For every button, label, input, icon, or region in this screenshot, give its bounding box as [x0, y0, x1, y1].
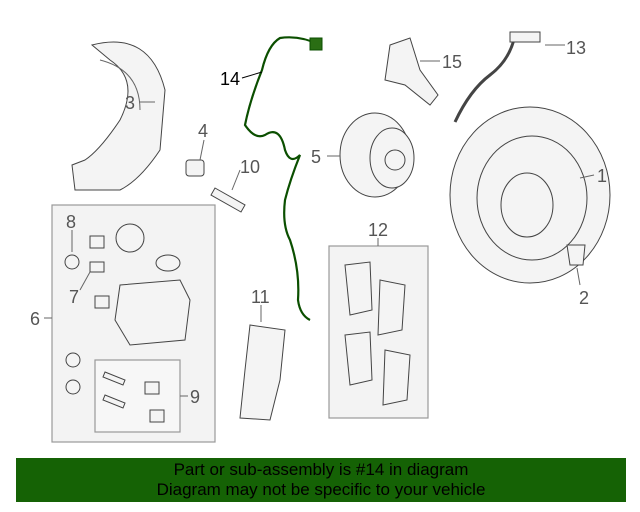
- caliper-bracket-part[interactable]: [239, 324, 286, 421]
- rotor-screw-part[interactable]: [566, 244, 586, 266]
- callout-12[interactable]: 12: [368, 220, 388, 240]
- callout-11[interactable]: 11: [251, 287, 270, 307]
- caliper-part[interactable]: [114, 223, 191, 346]
- callout-15[interactable]: 15: [442, 52, 462, 72]
- guide-pin-kit-box: [94, 359, 181, 433]
- brake-pads-part[interactable]: [344, 261, 411, 406]
- callout-2[interactable]: 2: [579, 288, 589, 308]
- guide-pin-part[interactable]: [210, 187, 246, 213]
- part-info-banner: Part or sub-assembly is #14 in diagram D…: [16, 458, 626, 502]
- callout-14[interactable]: 14: [220, 69, 240, 89]
- banner-line-2: Diagram may not be specific to your vehi…: [156, 480, 486, 499]
- bracket-part[interactable]: [384, 37, 439, 106]
- callout-3[interactable]: 3: [125, 93, 135, 113]
- callout-13[interactable]: 13: [566, 38, 586, 58]
- leader-lines: [44, 44, 595, 397]
- caliper-small-parts[interactable]: [64, 235, 165, 423]
- brake-rotor-part[interactable]: [449, 106, 611, 284]
- abs-sensor-part-14[interactable]: [243, 36, 323, 321]
- splash-shield-part[interactable]: [71, 41, 166, 191]
- callout-5[interactable]: 5: [311, 147, 321, 167]
- callout-8[interactable]: 8: [66, 212, 76, 232]
- callout-6[interactable]: 6: [30, 309, 40, 329]
- bolt-part[interactable]: [185, 159, 205, 177]
- wheel-hub-part[interactable]: [339, 112, 415, 198]
- callout-4[interactable]: 4: [198, 121, 208, 141]
- callout-10[interactable]: 10: [240, 157, 260, 177]
- callout-7[interactable]: 7: [69, 287, 79, 307]
- callout-1[interactable]: 1: [597, 166, 607, 186]
- banner-line-1: Part or sub-assembly is #14 in diagram: [173, 460, 469, 479]
- callout-9[interactable]: 9: [190, 387, 200, 407]
- brake-hose-part[interactable]: [453, 31, 541, 123]
